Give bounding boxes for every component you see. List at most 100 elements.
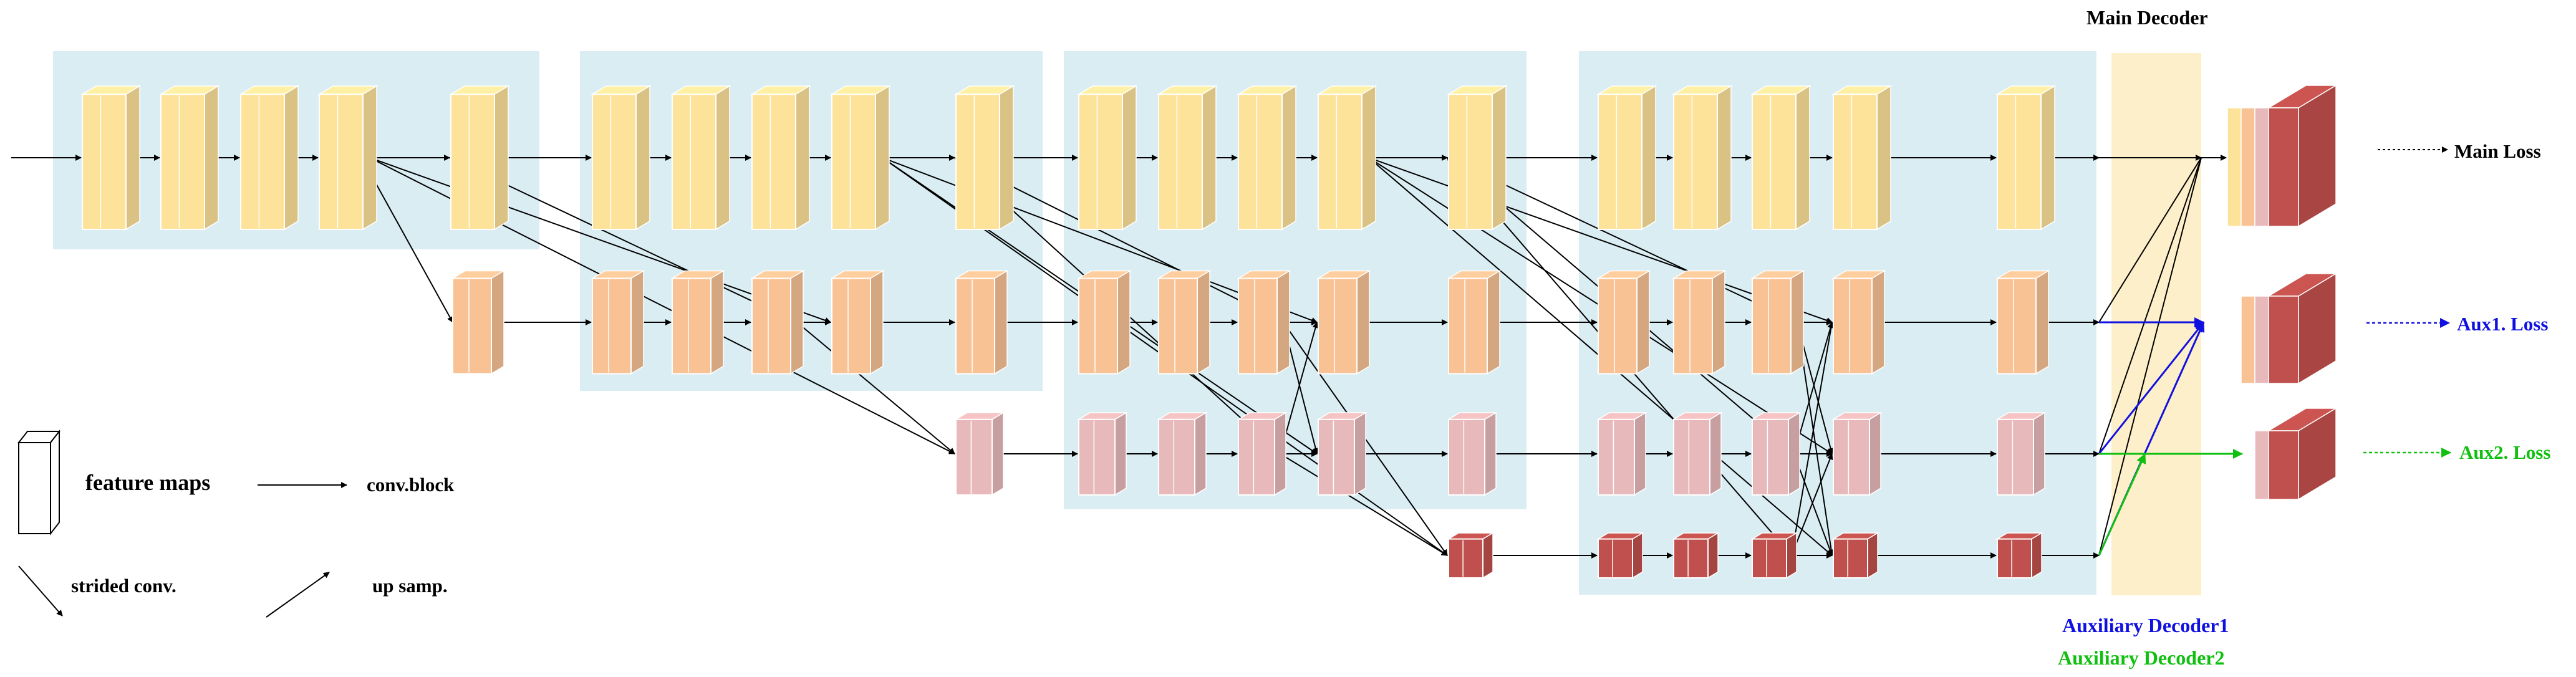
block-front-face [751,94,796,230]
feature-map-r2-9 [1237,270,1291,375]
legend-conv-block-label: conv.block [367,474,455,496]
fusion-arrow-stage3 [1280,453,1448,556]
feature-map-r1-5 [449,85,510,231]
legend-upsample-arrow-icon [266,572,330,618]
block-side-face [870,270,884,375]
aux1-decoder-line [2098,322,2205,454]
block-side-face [1717,85,1732,231]
block-side-face [1114,411,1127,496]
feature-map-r2-5 [830,270,885,375]
block-side-face [1876,85,1891,231]
feature-map-r1-12 [1157,85,1218,231]
block-front-face [82,94,127,230]
block-side-face [710,270,724,375]
feature-map-r1-13 [1237,85,1298,231]
block-front-face [452,277,492,375]
block-front-face [240,94,285,230]
block-front-face [1238,277,1278,375]
feature-map-r4-4 [1750,532,1798,579]
block-side-face [2031,532,2042,579]
feature-map-r4-2 [1596,532,1644,579]
block-side-face [1197,270,1210,375]
feature-map-r2-10 [1316,270,1371,375]
block-front-face [1752,277,1792,375]
feature-map-r2-1 [451,270,506,375]
feature-map-r1-10 [954,85,1015,231]
block-side-face [999,85,1014,231]
block-front-face [1833,277,1873,375]
block-front-face [831,94,876,230]
feature-map-r1-18 [1750,85,1811,231]
feature-map-r3-3 [1157,411,1208,496]
feature-map-r2-13 [1672,270,1727,375]
output-slab [2241,295,2255,384]
block-front-face [1673,418,1710,496]
feature-map-r2-12 [1596,270,1651,375]
legend-feature-map-icon [17,430,61,535]
legend-icons [17,430,61,535]
block-side-face [635,85,650,231]
aux2-loss-label: Aux2. Loss [2459,441,2550,463]
feature-map-r1-15 [1447,85,1508,231]
block-side-face [1487,270,1500,375]
block-front-face [1158,94,1203,230]
feature-map-r3-8 [1672,411,1723,496]
block-front-face [1158,277,1198,375]
block-side-face [1867,532,1878,579]
block-side-face [1709,411,1722,496]
output-blocks [2227,84,2338,501]
output-front-face [2268,295,2299,384]
block-front-face [955,418,993,496]
block-front-face [1448,277,1488,375]
legend-up-samp-label: up samp. [372,575,448,597]
block-front-face [1158,418,1195,496]
legend-strided-conv-label: strided conv. [71,575,176,597]
output-slab [2254,107,2269,227]
block-side-face [1712,270,1725,375]
block-side-face [715,85,730,231]
block-front-face [1318,94,1363,230]
block-front-face [592,277,632,375]
feature-map-r1-1 [80,85,142,231]
feature-map-r2-15 [1831,270,1886,375]
block-front-face [1752,94,1797,230]
feature-map-r3-1 [954,411,1005,496]
block-front-face [1673,538,1709,579]
auxiliary-decoder2-label: Auxiliary Decoder2 [2058,646,2225,669]
main-loss-label: Main Loss [2454,140,2541,162]
feature-map-r3-4 [1237,411,1288,496]
feature-map-r1-20 [1995,85,2057,231]
block-front-face [1833,94,1878,230]
block-side-face [1634,411,1646,496]
block-side-face [2033,411,2045,496]
feature-map-r2-3 [670,270,725,375]
block-front-face [955,277,995,375]
legend-feature-maps-label: feature maps [85,470,210,495]
aux2-output-stack [2254,407,2338,501]
feature-map-r1-9 [830,85,891,231]
fusion-arrow-stage4 [1793,453,1833,556]
block-side-face [1869,411,1881,496]
legend-icon-side [50,430,60,535]
block-side-face [1354,411,1366,496]
feature-map-r2-6 [954,270,1009,375]
block-front-face [751,277,791,375]
block-side-face [1790,270,1804,375]
output-slab [2254,430,2269,500]
block-side-face [1492,85,1507,231]
fusion-arrow-stage2 [796,322,955,454]
fusion-arrow-stage4 [1793,322,1834,454]
block-side-face [1636,270,1650,375]
block-front-face [1448,418,1485,496]
feature-map-r1-6 [591,85,652,231]
block-front-face [1752,538,1787,579]
block-front-face [1997,277,2037,375]
feature-map-blocks [80,85,2057,579]
block-side-face [1122,85,1137,231]
legend-icon-front [18,442,51,534]
feature-map-r1-16 [1596,85,1657,231]
block-side-face [1281,85,1296,231]
block-front-face [672,277,712,375]
feature-map-r1-4 [317,85,379,231]
